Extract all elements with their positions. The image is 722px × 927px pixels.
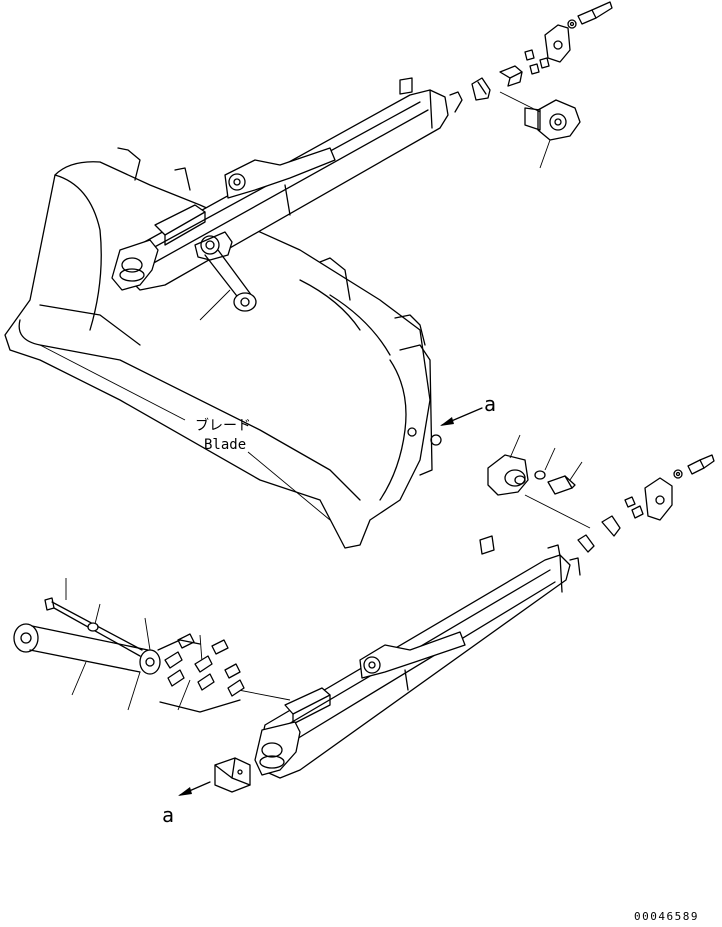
blade: [4, 147, 442, 549]
blade-label-en: Blade: [204, 437, 246, 453]
blade-leader-lines: [39, 344, 331, 521]
detail-arrow-top: [440, 407, 483, 426]
blade-label-jp: ブレード: [195, 417, 251, 434]
lower-left-pin-assembly: [13, 578, 251, 793]
drawing-number: 00046589: [634, 910, 699, 923]
upper-frame: [111, 77, 463, 321]
lower-frame: [227, 535, 581, 779]
detail-a-label-bottom: a: [162, 803, 174, 827]
lower-right-hardware: [487, 434, 715, 553]
upper-right-hardware: [471, 1, 613, 169]
detail-arrow-bottom: [178, 781, 211, 796]
detail-a-label-top: a: [484, 392, 496, 416]
